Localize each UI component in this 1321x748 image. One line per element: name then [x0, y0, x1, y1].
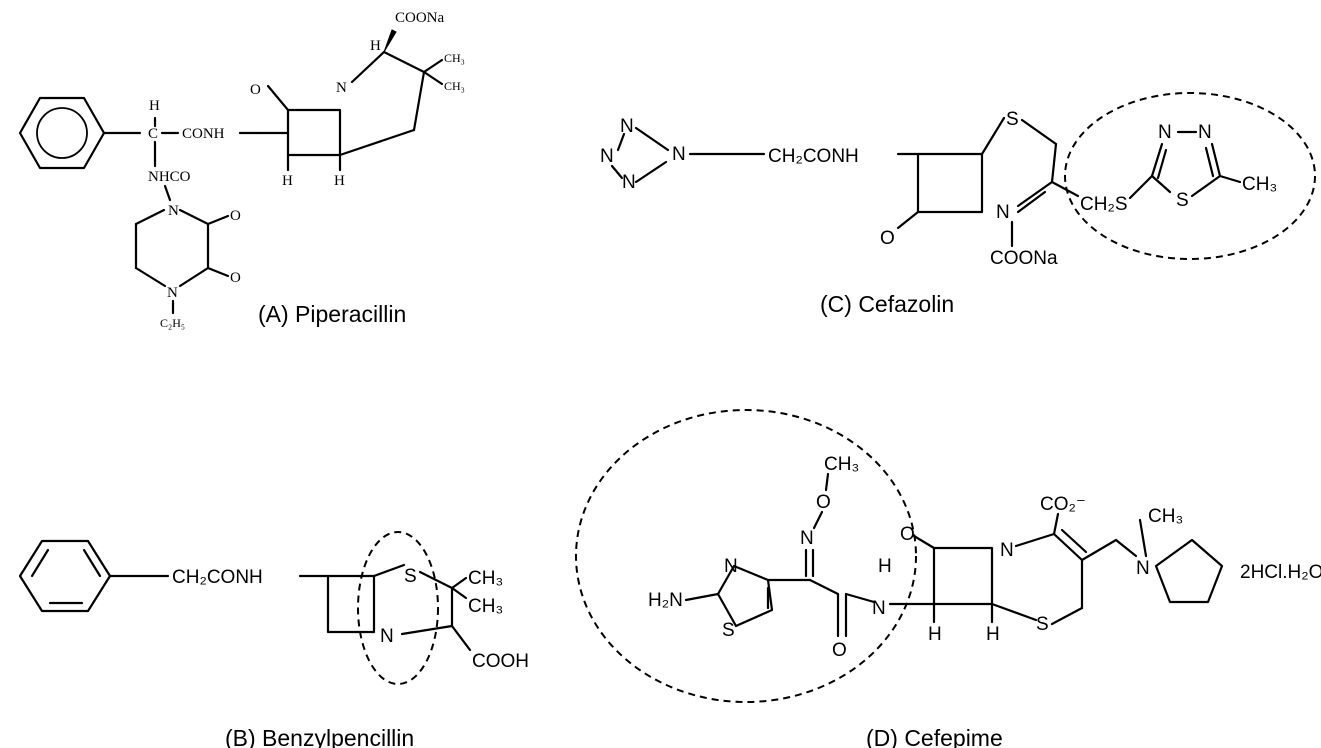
atom-o: O: [816, 492, 831, 513]
atom-n: N: [167, 285, 178, 301]
caption-d: (D) Cefepime: [866, 725, 1003, 748]
atom-o: O: [230, 270, 241, 286]
group-h2n: H₂N: [648, 590, 683, 611]
atom-s: S: [1176, 190, 1189, 211]
highlight-ellipse-c: [1064, 92, 1316, 260]
beta-lactam-ring-b: [326, 574, 376, 634]
pyrrolidine-ring: [1154, 538, 1224, 604]
atom-s: S: [1036, 614, 1049, 635]
atom-s: S: [404, 566, 417, 587]
atom-n: N: [380, 626, 394, 647]
caption-b: (B) Benzylpencillin: [225, 725, 414, 748]
atom-h: H: [334, 173, 345, 189]
atom-n: N: [996, 202, 1010, 223]
cefazolin-structure: N N N N CH₂CONH O S N COONa CH₂S N N: [600, 92, 1316, 269]
group-conh: CONH: [182, 126, 225, 142]
salt-form: 2HCl.H₂O: [1240, 562, 1321, 583]
thiazole-ring: [716, 564, 774, 628]
atom-n: N: [622, 172, 636, 193]
atom-o: O: [250, 82, 261, 98]
group-co2: CO₂⁻: [1040, 494, 1086, 515]
cefepime-structure: CH₃ O N O N H N S H₂N O H H N CO₂⁻: [575, 409, 1321, 703]
atom-s: S: [722, 620, 735, 641]
caption-a: (A) Piperacillin: [258, 301, 406, 327]
atom-n: N: [620, 116, 634, 137]
benzylpenicillin-structure: CH₂CONH S CH₃ CH₃ N COOH: [18, 531, 529, 685]
atom-h: H: [149, 98, 160, 114]
atom-o: O: [230, 208, 241, 224]
group-ch3: CH₃: [1242, 174, 1277, 195]
benzene-ring-b: [18, 539, 112, 613]
group-ch3: CH₃: [468, 568, 503, 589]
beta-lactam-ring-c: [916, 152, 984, 214]
atom-s: S: [1006, 109, 1019, 130]
atom-o: O: [880, 228, 895, 249]
atom-o: O: [832, 640, 847, 661]
highlight-ellipse-b: [357, 531, 439, 685]
atom-n: N: [672, 144, 686, 165]
atom-n: N: [168, 203, 179, 219]
group-ch2conh: CH₂CONH: [172, 567, 263, 588]
atom-n: N: [600, 146, 614, 167]
atom-c: C: [148, 126, 158, 142]
atom-o: O: [900, 524, 915, 545]
atom-n: N: [724, 556, 738, 577]
group-ch3: CH₃: [468, 596, 503, 617]
atom-n: N: [872, 598, 886, 619]
beta-lactam-ring-d: [932, 546, 994, 606]
caption-c: (C) Cefazolin: [820, 291, 954, 317]
atom-n: N: [1000, 540, 1014, 561]
atom-h: H: [986, 624, 1000, 645]
atom-n-plus: N: [1136, 558, 1150, 579]
group-cooh: COOH: [472, 651, 529, 672]
atom-n: N: [1158, 122, 1172, 143]
group-ch2conh: CH₂CONH: [768, 146, 859, 167]
atom-n: N: [1198, 122, 1212, 143]
atom-n: N: [800, 528, 814, 549]
group-ch3: CH₃: [444, 51, 465, 65]
highlight-ellipse-d: [575, 409, 917, 703]
atom-h: H: [370, 38, 381, 54]
group-ch2s: CH₂S: [1080, 194, 1128, 215]
atom-h: H: [878, 556, 892, 577]
atom-n: N: [336, 80, 347, 96]
group-coona: COONa: [990, 248, 1058, 269]
group-nhco: NHCO: [148, 169, 191, 185]
group-coona: COONa: [395, 10, 445, 26]
group-ch3: CH₃: [1148, 506, 1183, 527]
aromatic-circle-a: [36, 107, 88, 159]
piperacillin-structure: C H CONH NHCO N O O N C₂H₅ O H H N: [18, 10, 465, 330]
group-c2h5: C₂H₅: [160, 316, 185, 330]
atom-h: H: [928, 624, 942, 645]
group-ch3: CH₃: [444, 79, 465, 93]
atom-h: H: [282, 173, 293, 189]
group-ch3: CH₃: [824, 454, 859, 475]
beta-lactam-ring-a: [286, 108, 342, 157]
